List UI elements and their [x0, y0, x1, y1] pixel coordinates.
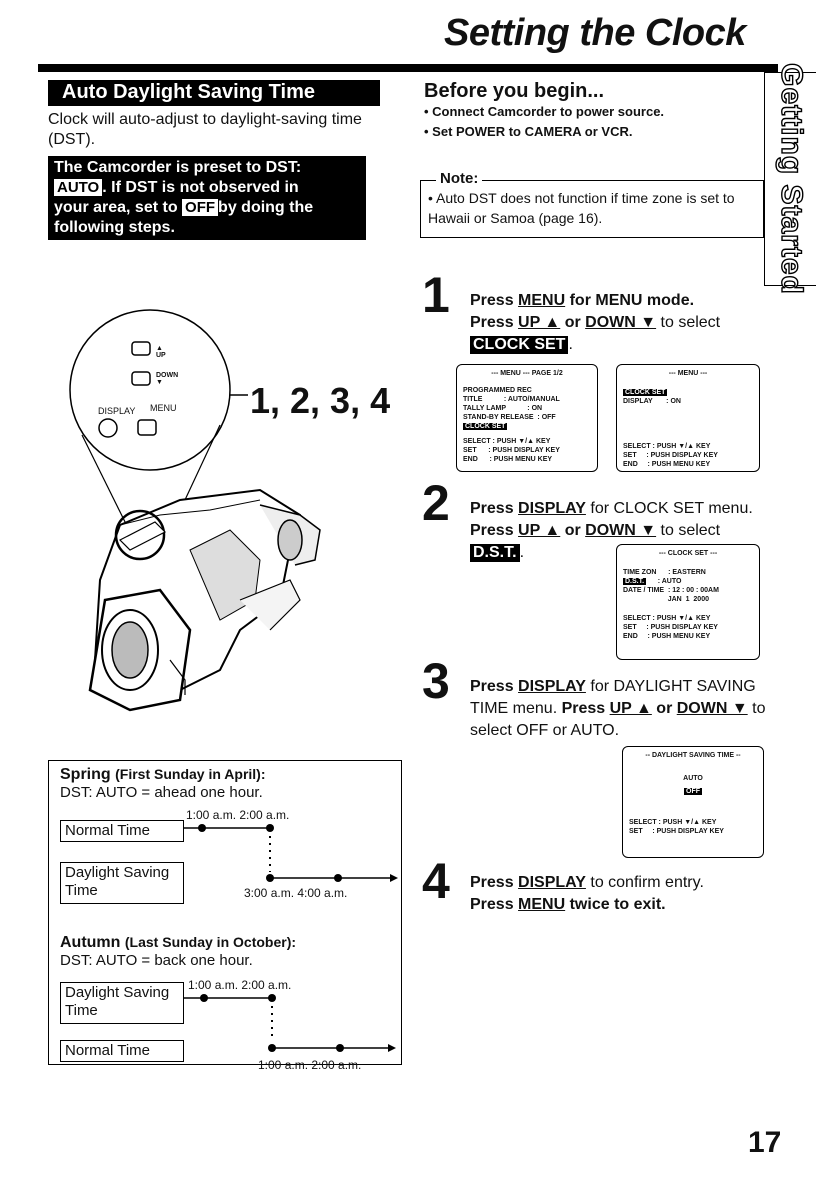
autumn-normal-time-box: Normal Time — [60, 1040, 184, 1062]
clock-set-screen: --- CLOCK SET --- TIME ZON : EASTERN D.S… — [616, 544, 760, 660]
spring-bottom-times: 3:00 a.m. 4:00 a.m. — [244, 886, 348, 900]
spring-subheading: DST: AUTO = ahead one hour. — [60, 784, 263, 801]
dst-heading: Auto Daylight Saving Time — [48, 80, 380, 106]
display-label: DISPLAY — [98, 406, 136, 416]
step-1-text: Press MENU for MENU mode. Press UP ▲ or … — [470, 292, 721, 354]
down-label: DOWN▼ — [156, 372, 179, 386]
clock-set-highlight: CLOCK SET — [470, 336, 569, 354]
step-2-text: Press DISPLAY for CLOCK SET menu. Press … — [470, 500, 753, 562]
before-title: Before you begin... — [424, 80, 605, 102]
preset-box: The Camcorder is preset to DST: AUTO. If… — [48, 156, 366, 240]
autumn-timeline — [184, 994, 396, 1052]
page-number: 17 — [748, 1126, 782, 1159]
preset-line: following steps. — [54, 219, 175, 236]
spring-timeline — [184, 824, 398, 882]
dst-timeline-box — [48, 760, 402, 1065]
steps-callout-label: 1, 2, 3, 4 — [250, 380, 391, 421]
camcorder-illustration — [69, 309, 321, 712]
note-box — [420, 180, 764, 238]
up-label: ▲UP — [156, 345, 166, 359]
step-4-text: Press DISPLAY to confirm entry. Press ME… — [470, 874, 704, 913]
side-tab-label: Getting Started — [774, 62, 808, 295]
page-title: Setting the Clock — [444, 12, 746, 54]
off-label: OFF — [182, 199, 219, 216]
daylight-saving-screen: -- DAYLIGHT SAVING TIME -- AUTO OFF SELE… — [622, 746, 764, 858]
preset-line: The Camcorder is preset to DST: — [54, 159, 302, 176]
spring-normal-time-box: Normal Time — [60, 820, 184, 842]
autumn-bottom-times: 1:00 a.m. 2:00 a.m. — [258, 1058, 362, 1072]
menu-label: MENU — [150, 403, 177, 413]
step-number: 2 — [422, 475, 450, 531]
top-rule — [38, 64, 778, 72]
spring-top-times: 1:00 a.m. 2:00 a.m. — [186, 808, 290, 822]
note-label: Note: — [436, 170, 483, 187]
autumn-top-times: 1:00 a.m. 2:00 a.m. — [188, 978, 292, 992]
before-item: • Set POWER to CAMERA or VCR. — [424, 124, 633, 139]
step-number: 3 — [422, 653, 450, 709]
step-number: 4 — [422, 853, 450, 909]
spring-daylight-box: Daylight Saving Time — [60, 862, 184, 904]
spring-heading: Spring (First Sunday in April): — [60, 766, 266, 783]
step-number: 1 — [422, 267, 450, 323]
step-3-text: Press DISPLAY for DAYLIGHT SAVING TIME m… — [470, 678, 766, 739]
auto-label: AUTO — [54, 179, 103, 196]
before-item: • Connect Camcorder to power source. — [424, 104, 665, 119]
menu-screen-page2: --- MENU --- CLOCK SET DISPLAY : ON SELE… — [616, 364, 760, 472]
side-tab: Getting Started — [764, 62, 816, 296]
note-text: • Auto DST does not function if time zon… — [428, 190, 735, 226]
autumn-subheading: DST: AUTO = back one hour. — [60, 952, 253, 969]
dst-highlight: D.S.T. — [470, 544, 520, 562]
autumn-daylight-box: Daylight Saving Time — [60, 982, 184, 1024]
preset-line: AUTO. If DST is not observed in — [54, 178, 360, 198]
menu-screen-page1: --- MENU --- PAGE 1/2 PROGRAMMED REC TIT… — [456, 364, 598, 472]
autumn-heading: Autumn (Last Sunday in October): — [60, 934, 297, 951]
dst-description: Clock will auto-adjust to daylight-savin… — [48, 111, 362, 148]
